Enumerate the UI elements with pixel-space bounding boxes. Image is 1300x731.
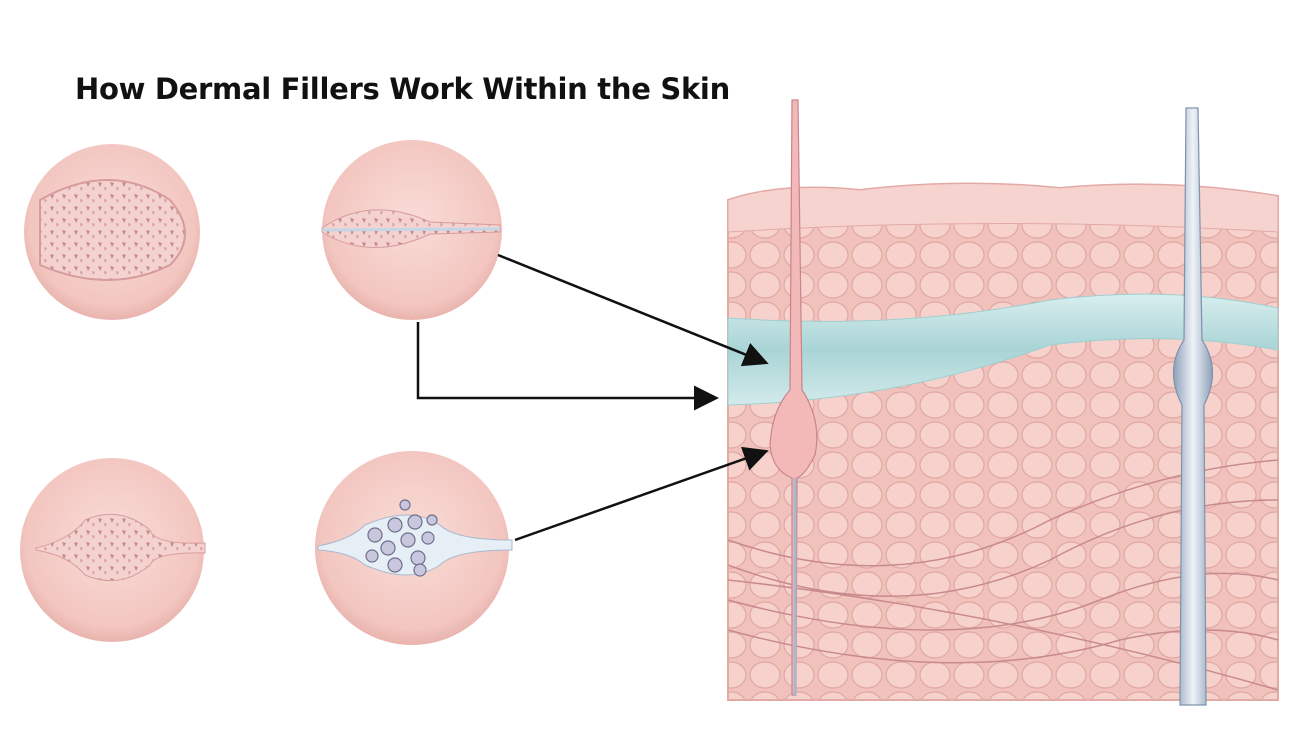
circle-microspheres <box>315 451 513 645</box>
needle-left <box>769 99 818 696</box>
circle-injection-spread <box>321 140 502 320</box>
arrows <box>416 253 769 542</box>
needle-right <box>1172 107 1214 706</box>
page-title: How Dermal Fillers Work Within the Skin <box>75 72 730 106</box>
circle-porous-filler <box>24 144 200 320</box>
arrow-elbow <box>416 322 719 411</box>
arrow-top <box>497 253 769 367</box>
epidermis-layer <box>727 182 1279 233</box>
skin-cross-section <box>727 182 1279 701</box>
dermis-band <box>727 293 1279 406</box>
arrow-bottom <box>514 446 769 542</box>
circle-filler-integration <box>20 458 206 642</box>
